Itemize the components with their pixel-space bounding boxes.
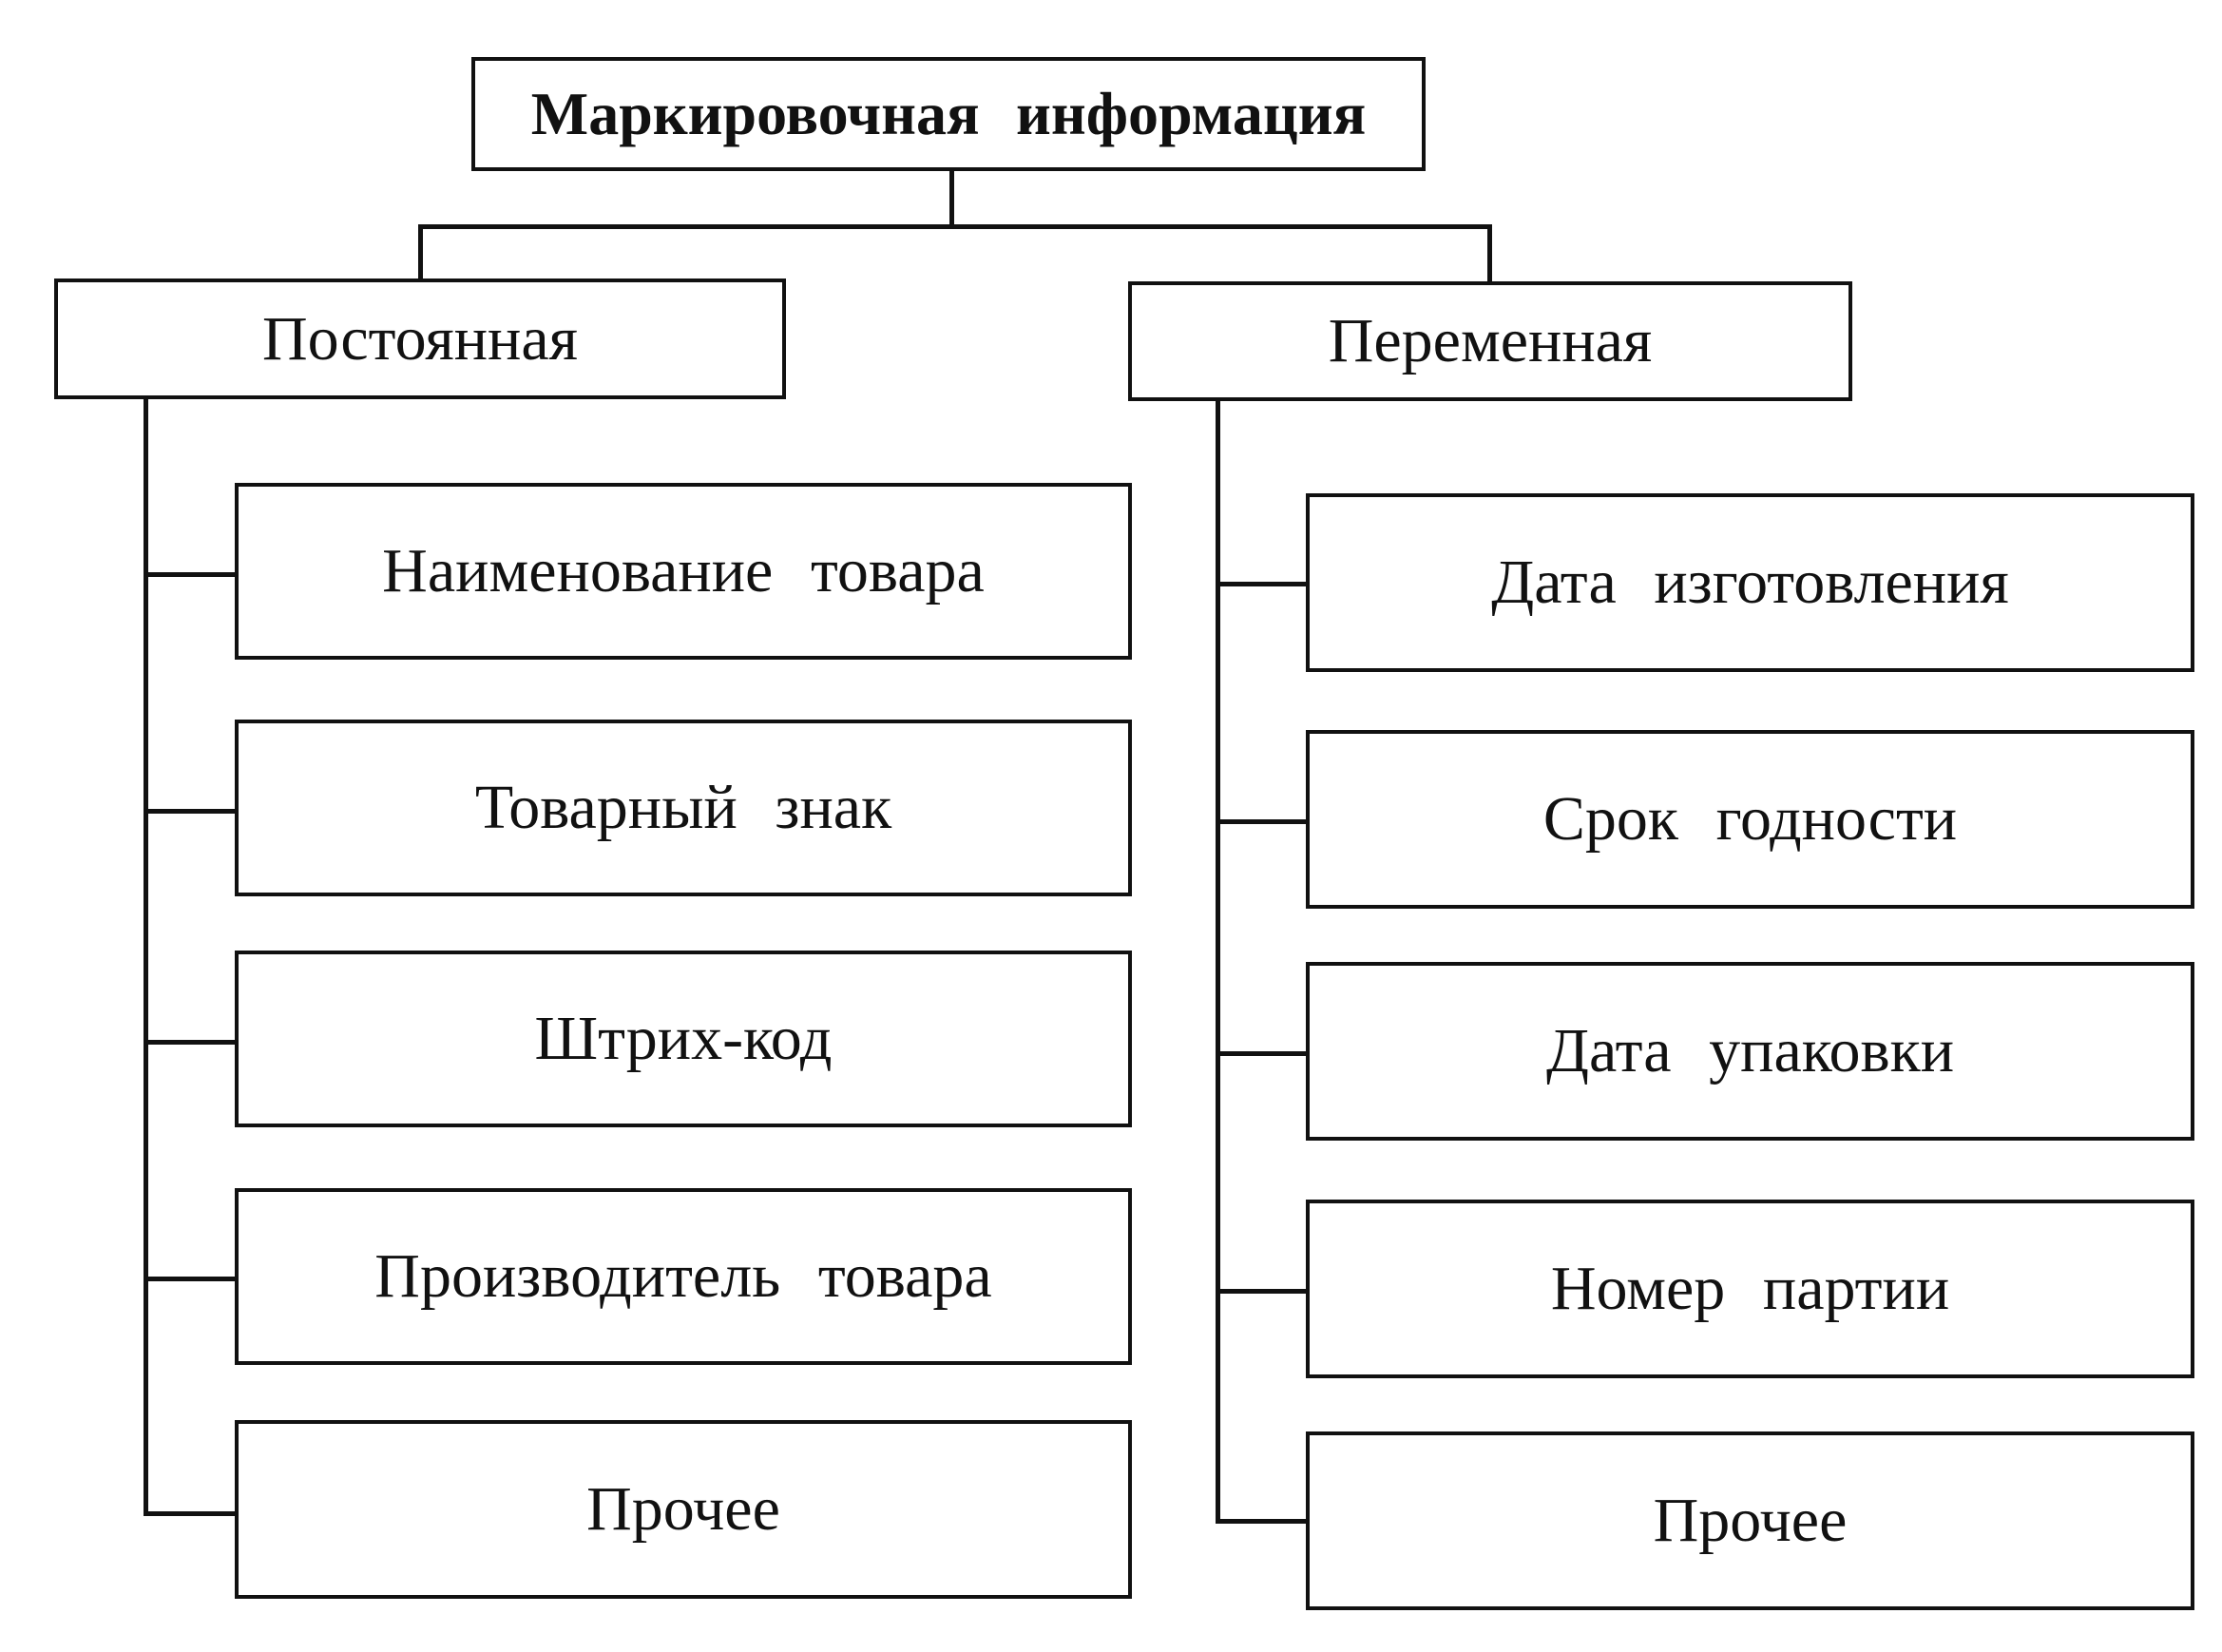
- left-connector-1: [144, 572, 237, 577]
- item-label: Товарный знак: [474, 773, 892, 842]
- item-box-barcode: Штрих-код: [235, 951, 1132, 1127]
- item-label: Наименование товара: [382, 536, 985, 605]
- item-label: Прочее: [1653, 1486, 1848, 1555]
- left-connector-5: [144, 1511, 237, 1516]
- left-connector-2: [144, 809, 237, 814]
- item-label: Дата изготовления: [1491, 547, 2009, 617]
- branch-label-constant: Постоянная: [262, 303, 578, 374]
- item-label: Прочее: [586, 1474, 780, 1544]
- item-label: Дата упаковки: [1545, 1016, 1955, 1085]
- left-connector-4: [144, 1277, 237, 1281]
- root-box: Маркировочная информация: [471, 57, 1426, 171]
- left-branch-drop-line: [418, 224, 423, 281]
- branch-box-variable: Переменная: [1128, 281, 1852, 401]
- right-branch-drop-line: [1487, 224, 1492, 283]
- item-box-other-variable: Прочее: [1306, 1431, 2194, 1610]
- right-connector-4: [1216, 1289, 1308, 1294]
- item-box-trademark: Товарный знак: [235, 720, 1132, 896]
- branch-bus-line: [418, 224, 1492, 229]
- left-connector-3: [144, 1040, 237, 1045]
- right-connector-3: [1216, 1051, 1308, 1056]
- right-connector-2: [1216, 819, 1308, 824]
- item-box-manufacturer: Производитель товара: [235, 1188, 1132, 1365]
- item-box-manufacture-date: Дата изготовления: [1306, 493, 2194, 672]
- left-spine-line: [144, 397, 148, 1516]
- item-box-batch-number: Номер партии: [1306, 1200, 2194, 1378]
- item-label: Штрих-код: [534, 1004, 833, 1073]
- item-label: Производитель товара: [374, 1241, 992, 1311]
- item-box-other-constant: Прочее: [235, 1420, 1132, 1599]
- item-box-packing-date: Дата упаковки: [1306, 962, 2194, 1141]
- right-connector-1: [1216, 582, 1308, 586]
- root-stem-line: [949, 170, 954, 227]
- branch-label-variable: Переменная: [1328, 306, 1653, 375]
- item-box-product-name: Наименование товара: [235, 483, 1132, 660]
- branch-box-constant: Постоянная: [54, 279, 786, 399]
- item-label: Срок годности: [1542, 784, 1958, 854]
- item-label: Номер партии: [1550, 1254, 1950, 1323]
- item-box-expiry-date: Срок годности: [1306, 730, 2194, 909]
- right-spine-line: [1216, 399, 1220, 1524]
- root-label: Маркировочная информация: [530, 80, 1367, 147]
- right-connector-5: [1216, 1519, 1308, 1524]
